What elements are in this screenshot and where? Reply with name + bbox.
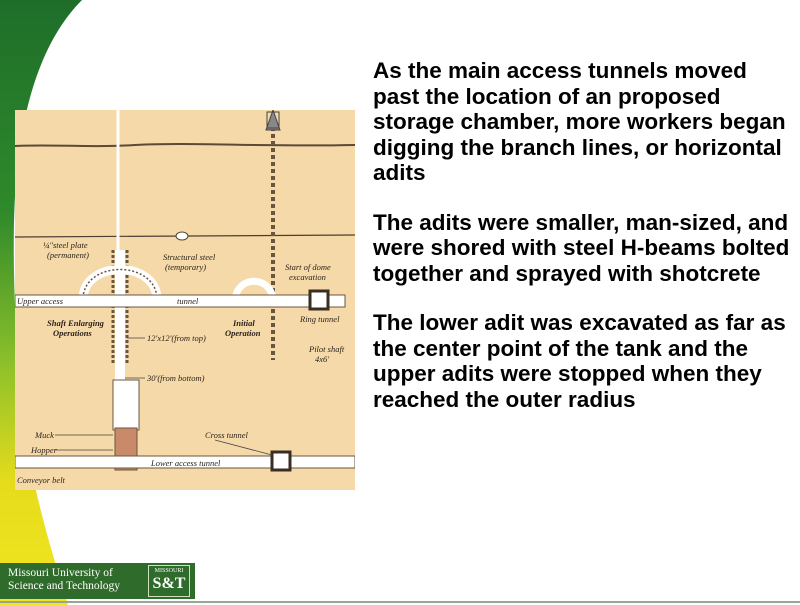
label-steel-plate-note: (permanent) — [47, 250, 89, 260]
university-footer: Missouri University of Science and Techn… — [0, 563, 195, 599]
label-shaft-enlarging: Shaft Enlarging — [47, 318, 105, 328]
label-conveyor: Conveyor belt — [17, 475, 66, 485]
label-lower-access: Lower access tunnel — [150, 458, 221, 468]
label-pilot-shaft-size: 4x6' — [315, 354, 329, 364]
slide-body-text: As the main access tunnels moved past th… — [373, 58, 793, 436]
label-structural-steel-note: (temporary) — [165, 262, 206, 272]
label-dome-note: excavation — [289, 272, 326, 282]
university-name-line2: Science and Technology — [8, 580, 121, 592]
label-steel-plate: ¼"steel plate — [43, 240, 88, 250]
paragraph-lower-adit: The lower adit was excavated as far as t… — [373, 310, 786, 412]
label-hopper: Hopper — [30, 445, 58, 455]
tunnel-excavation-diagram: ¼"steel plate (permanent) Structural ste… — [15, 110, 355, 490]
label-operation: Operation — [225, 328, 261, 338]
paragraph-adits: The adits were smaller, man-sized, and w… — [373, 209, 790, 286]
university-name: Missouri University of Science and Techn… — [8, 567, 120, 593]
paragraph-main-tunnels: As the main access tunnels moved past th… — [373, 58, 786, 185]
label-muck: Muck — [34, 430, 54, 440]
label-from-bottom: 30'(from bottom) — [146, 373, 205, 383]
label-tunnel: tunnel — [177, 296, 199, 306]
label-pilot-shaft: Pilot shaft — [308, 344, 345, 354]
label-structural-steel: Structural steel — [163, 252, 216, 262]
label-dome: Start of dome — [285, 262, 331, 272]
university-logo: MISSOURI S&T — [148, 565, 190, 597]
label-from-top: 12'x12'(from top) — [147, 333, 206, 343]
label-cross-tunnel: Cross tunnel — [205, 430, 249, 440]
label-initial: Initial — [232, 318, 255, 328]
label-upper-access: Upper access — [17, 296, 64, 306]
logo-missouri-text: MISSOURI — [154, 568, 184, 574]
logo-st-text: S&T — [152, 575, 186, 592]
university-name-line1: Missouri University of — [8, 567, 113, 579]
bottom-divider — [0, 601, 800, 603]
label-ring-tunnel: Ring tunnel — [299, 314, 340, 324]
label-shaft-enlarging-ops: Operations — [53, 328, 92, 338]
